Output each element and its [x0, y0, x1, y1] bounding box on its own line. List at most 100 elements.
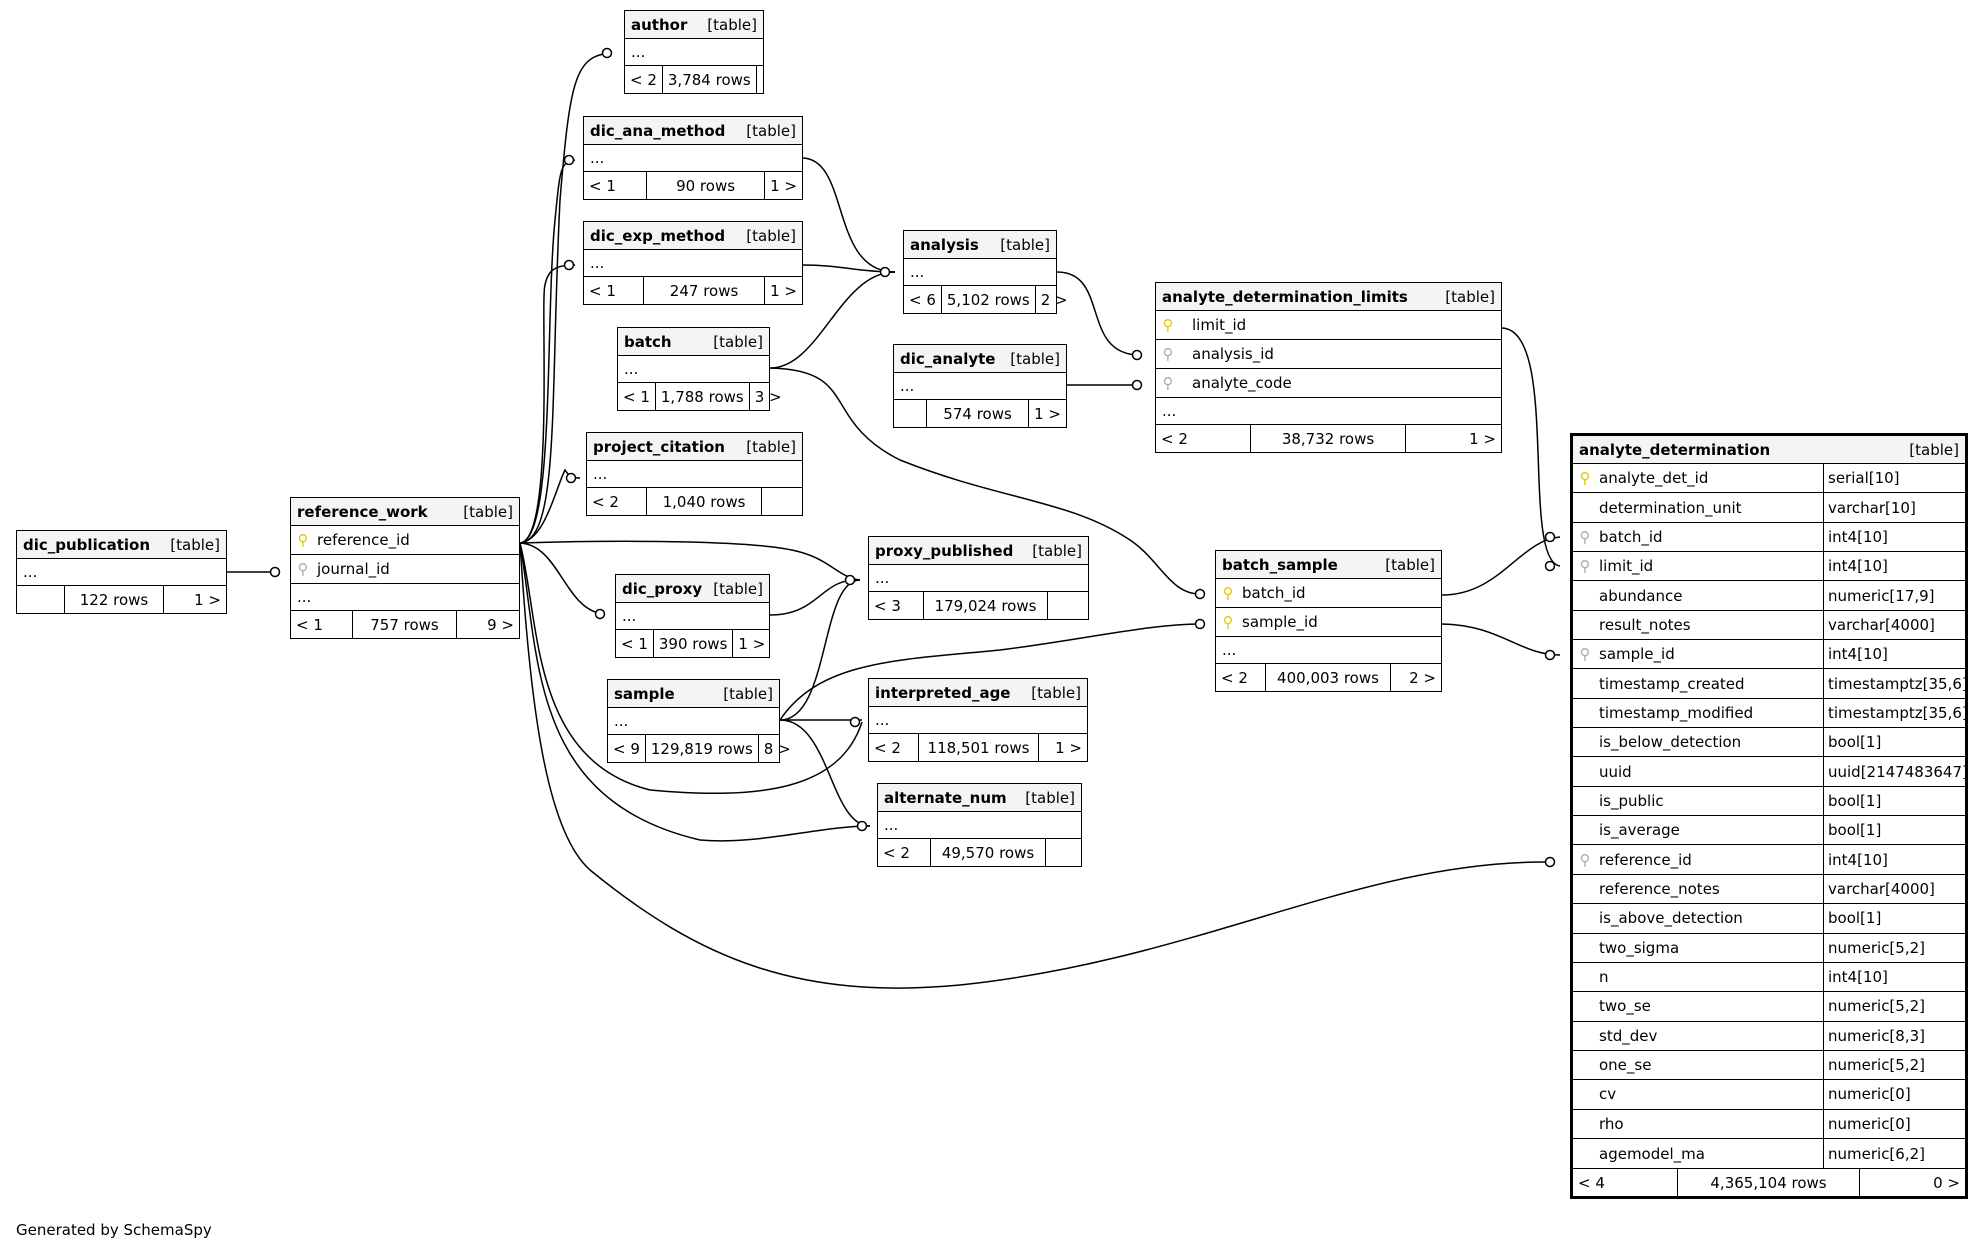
table-tag: [table] — [1010, 349, 1060, 368]
column-name: is_average — [1599, 821, 1680, 840]
column-journal-id: journal_id — [317, 560, 390, 578]
table-name: project_citation — [593, 437, 725, 456]
column-type: timestamptz[35,6] — [1823, 669, 1968, 698]
column-name: rho — [1599, 1114, 1624, 1133]
table-tag: [table] — [746, 437, 796, 456]
primary-key-icon: ⚲ — [1222, 613, 1234, 631]
children-count: 1 > — [194, 590, 221, 609]
table-tag: [table] — [170, 535, 220, 554]
column-reference-id: reference_id — [317, 531, 410, 549]
table-tag: [table] — [746, 226, 796, 245]
row-count: 400,003 rows — [1266, 664, 1391, 691]
column-type: numeric[5,2] — [1823, 1050, 1925, 1080]
column-type: varchar[4000] — [1823, 874, 1935, 904]
column-name: agemodel_ma — [1599, 1144, 1705, 1163]
column-analysis-id: analysis_id — [1192, 345, 1274, 363]
row-count: 4,365,104 rows — [1678, 1169, 1860, 1197]
table-name: alternate_num — [884, 788, 1007, 807]
parents-count: < 2 — [869, 734, 919, 761]
parents-count: < 9 — [608, 735, 646, 762]
table-name: analyte_determination — [1579, 440, 1771, 459]
table-batch-sample[interactable]: batch_sample[table] ⚲batch_id ⚲sample_id… — [1215, 550, 1442, 692]
foreign-key-icon: ⚲ — [1579, 557, 1591, 576]
row-count: 1,788 rows — [656, 383, 750, 410]
table-name: sample — [614, 684, 675, 703]
column-type: int4[10] — [1823, 640, 1888, 669]
column-limit-id: limit_id — [1192, 316, 1247, 334]
table-tag: [table] — [713, 579, 763, 598]
table-tag: [table] — [707, 15, 757, 34]
table-tag: [table] — [1032, 541, 1082, 560]
primary-key-icon: ⚲ — [1579, 469, 1591, 488]
generated-by-footer: Generated by SchemaSpy — [16, 1221, 212, 1239]
table-tag: [table] — [723, 684, 773, 703]
parents-count: < 2 — [587, 488, 647, 515]
row-count: 38,732 rows — [1251, 425, 1406, 452]
foreign-key-icon: ⚲ — [1162, 374, 1174, 392]
table-reference-work[interactable]: reference_work[table] ⚲reference_id ⚲jou… — [290, 497, 520, 639]
column-type: numeric[0] — [1823, 1080, 1911, 1109]
column-type: uuid[2147483647] — [1823, 757, 1968, 786]
ellipsis-row: ... — [875, 569, 890, 587]
row-count: 49,570 rows — [931, 839, 1046, 866]
table-tag: [table] — [1445, 287, 1495, 306]
ellipsis-row: ... — [900, 377, 915, 395]
row-count: 129,819 rows — [646, 735, 759, 762]
ellipsis-row: ... — [1162, 402, 1177, 420]
primary-key-icon: ⚲ — [1222, 584, 1234, 602]
column-type: numeric[6,2] — [1823, 1138, 1925, 1169]
parents-count: < 4 — [1573, 1169, 1678, 1197]
table-analyte-determination-limits[interactable]: analyte_determination_limits[table] ⚲lim… — [1155, 282, 1502, 453]
children-count: 2 > — [1409, 668, 1436, 687]
column-name: analyte_det_id — [1599, 469, 1709, 488]
children-count — [1048, 592, 1088, 619]
table-analyte-determination[interactable]: analyte_determination[table] ⚲analyte_de… — [1570, 433, 1968, 1200]
row-count: 122 rows — [65, 586, 164, 613]
row-count: 1,040 rows — [647, 488, 762, 515]
column-name: timestamp_modified — [1599, 703, 1754, 722]
table-tag: [table] — [1385, 555, 1435, 574]
table-tag: [table] — [746, 121, 796, 140]
column-name: limit_id — [1599, 557, 1654, 576]
ellipsis-row: ... — [593, 465, 608, 483]
column-name: determination_unit — [1599, 498, 1742, 517]
row-count: 757 rows — [353, 611, 457, 638]
column-row: agemodel_ma numeric[6,2] — [1573, 1138, 1965, 1169]
column-type: numeric[5,2] — [1823, 992, 1925, 1021]
column-name: two_se — [1599, 997, 1651, 1016]
column-name: is_above_detection — [1599, 909, 1743, 928]
table-name: dic_ana_method — [590, 121, 726, 140]
ellipsis-row: ... — [875, 711, 890, 729]
row-count: 90 rows — [647, 172, 766, 199]
column-type: bool[1] — [1823, 728, 1881, 757]
children-count: 1 > — [1469, 429, 1496, 448]
ellipsis-row: ... — [1222, 641, 1237, 659]
ellipsis-row: ... — [590, 254, 605, 272]
column-type: timestamptz[35,6] — [1823, 698, 1968, 728]
column-name: n — [1599, 968, 1609, 987]
